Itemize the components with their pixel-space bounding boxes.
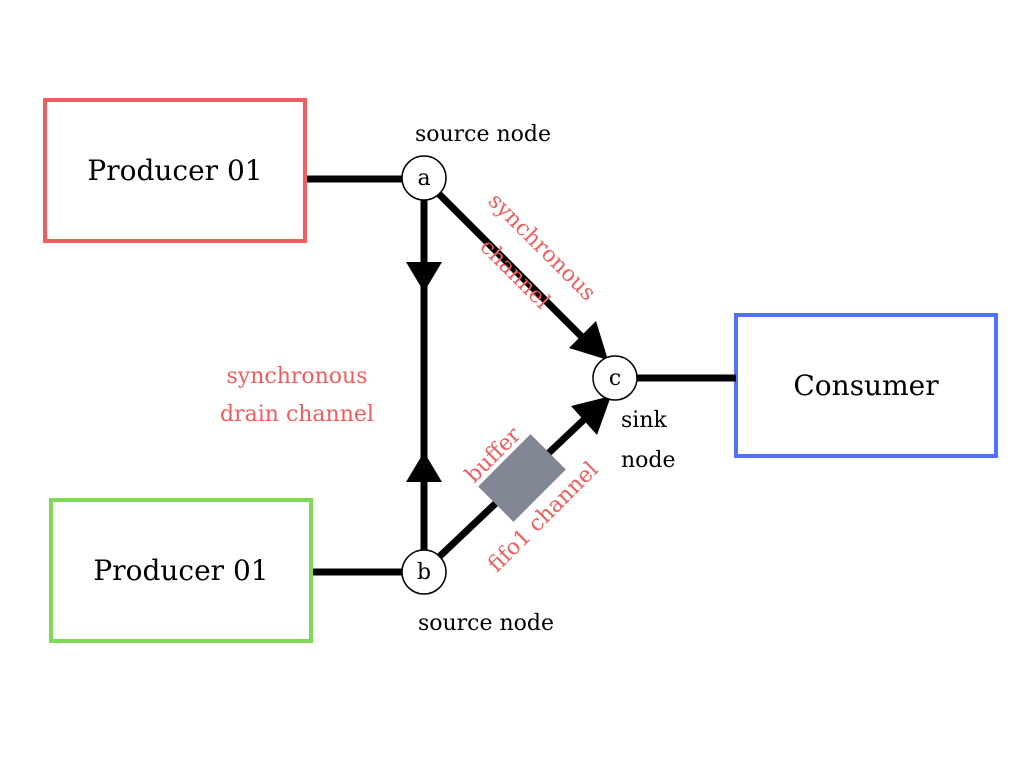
drain-arrow-down-icon	[406, 262, 442, 292]
buffer-rect	[478, 434, 566, 522]
sync-channel-line	[435, 190, 591, 346]
producer-1-label: Producer 01	[87, 154, 262, 187]
node-b-caption: source node	[418, 611, 554, 636]
fifo1-channel	[436, 396, 611, 560]
node-c-caption-line1: sink	[621, 408, 667, 433]
producer-2-box	[49, 498, 313, 643]
node-c-caption-line2: node	[621, 448, 676, 473]
sync-channel-arrow-icon	[569, 321, 608, 360]
drain-channel-label-line2: drain channel	[220, 402, 374, 427]
node-b[interactable]: b	[401, 549, 447, 595]
consumer-label: Consumer	[793, 369, 939, 402]
node-c-letter: c	[609, 366, 621, 391]
node-b-circle	[401, 549, 447, 595]
node-a[interactable]: a	[401, 155, 447, 201]
node-b-letter: b	[417, 560, 431, 585]
producer-1-box	[43, 98, 307, 243]
drain-arrow-up-icon	[406, 452, 442, 482]
node-c-circle	[592, 355, 638, 401]
fifo1-channel-arrow-icon	[571, 396, 611, 435]
node-a-caption: source node	[415, 122, 551, 147]
sync-drain-channel	[406, 200, 442, 550]
consumer-box	[734, 313, 998, 458]
node-a-circle	[401, 155, 447, 201]
node-a-letter: a	[417, 166, 430, 191]
producer-2[interactable]: Producer 01	[49, 498, 313, 643]
drain-channel-label-line1: synchronous	[226, 364, 367, 389]
node-c[interactable]: c	[592, 355, 638, 401]
consumer[interactable]: Consumer	[734, 313, 998, 458]
producer-1[interactable]: Producer 01	[43, 98, 307, 243]
producer-2-label: Producer 01	[93, 554, 268, 587]
sync-channel	[435, 190, 608, 360]
